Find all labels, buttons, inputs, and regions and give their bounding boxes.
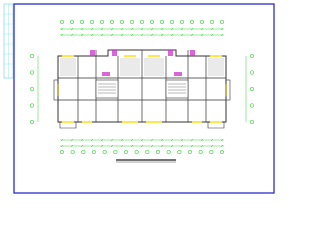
building-outline bbox=[57, 49, 227, 123]
floor-plan-drawing bbox=[3, 3, 275, 194]
axis-bubble-left bbox=[29, 70, 35, 75]
axis-bubbles-left bbox=[29, 53, 35, 125]
axis-bubble-bottom bbox=[198, 149, 203, 155]
axis-bubble-left bbox=[29, 119, 35, 125]
axis-bubble-bottom bbox=[70, 149, 75, 155]
interior-walls bbox=[58, 50, 226, 122]
axis-bubble-top bbox=[119, 19, 125, 25]
axis-bubble-bottom bbox=[59, 149, 65, 155]
axis-bubble-top bbox=[179, 19, 185, 25]
axis-bubble-top bbox=[189, 19, 195, 25]
axis-bubble-bottom bbox=[134, 149, 139, 155]
axis-bubble-top bbox=[59, 19, 65, 25]
axis-bubble-top bbox=[169, 19, 175, 25]
axis-bubble-top bbox=[99, 19, 105, 25]
axis-bubble-right bbox=[249, 86, 255, 92]
axis-bubble-right bbox=[249, 119, 255, 125]
axis-bubble-top bbox=[129, 19, 135, 25]
axis-bubbles-bottom bbox=[59, 149, 225, 155]
balconies bbox=[53, 79, 231, 129]
axis-bubble-bottom bbox=[187, 149, 193, 155]
axis-bubble-top bbox=[139, 19, 145, 25]
hatched-areas bbox=[90, 50, 195, 76]
axis-bubble-bottom bbox=[102, 149, 107, 155]
axis-bubble-top bbox=[159, 19, 165, 25]
axis-bubble-top bbox=[199, 19, 205, 25]
axis-bubble-right bbox=[249, 103, 255, 108]
dimension-ticks bbox=[60, 27, 224, 148]
stair-core-right bbox=[165, 79, 189, 99]
axis-bubble-bottom bbox=[177, 149, 182, 155]
axis-bubble-top bbox=[149, 19, 155, 25]
axis-bubble-bottom bbox=[166, 149, 171, 155]
axis-bubble-bottom bbox=[145, 149, 150, 155]
axis-bubble-bottom bbox=[81, 149, 86, 155]
axis-bubbles-top bbox=[59, 19, 225, 25]
axis-bubble-left bbox=[29, 53, 35, 59]
title-strip-cells bbox=[4, 4, 13, 78]
axis-bubbles-right bbox=[249, 53, 255, 125]
axis-bubble-top bbox=[89, 19, 95, 25]
axis-bubble-bottom bbox=[123, 149, 129, 155]
axis-bubble-bottom bbox=[219, 149, 225, 155]
axis-bubble-left bbox=[29, 86, 35, 92]
axis-bubble-top bbox=[109, 19, 115, 25]
axis-bubble-bottom bbox=[91, 149, 97, 155]
axis-bubble-top bbox=[79, 19, 85, 25]
axis-bubble-right bbox=[249, 53, 255, 59]
drawing-title-bar bbox=[116, 159, 176, 163]
axis-bubble-top bbox=[69, 19, 75, 25]
axis-bubble-bottom bbox=[155, 149, 161, 155]
sheet-frame bbox=[13, 3, 275, 194]
axis-bubble-right bbox=[249, 70, 255, 75]
stair-core-left bbox=[95, 79, 119, 99]
room-fills bbox=[60, 58, 224, 76]
axis-bubble-bottom bbox=[209, 149, 214, 155]
axis-bubble-top bbox=[209, 19, 215, 25]
axis-bubble-bottom bbox=[113, 149, 118, 155]
axis-bubble-left bbox=[29, 103, 35, 108]
axis-bubble-top bbox=[219, 19, 225, 25]
